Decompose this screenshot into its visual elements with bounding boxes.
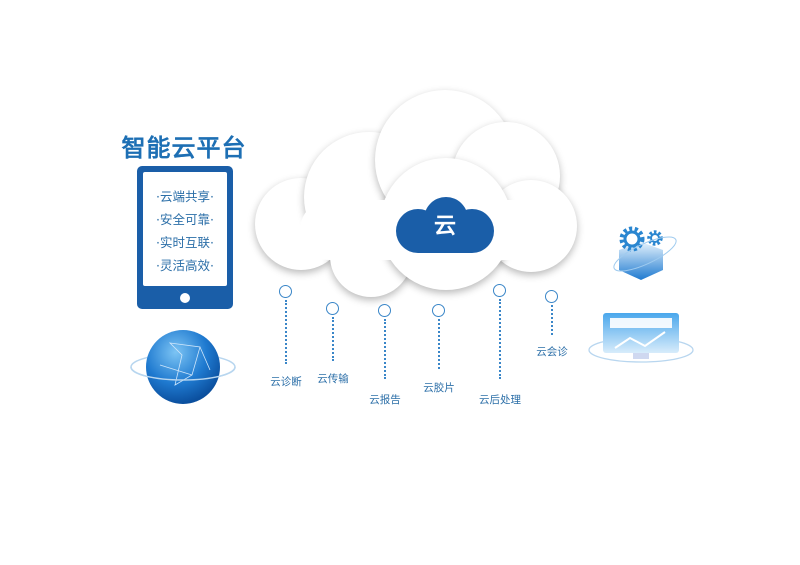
tablet-screen: ·云端共享· ·安全可靠· ·实时互联· ·灵活高效· xyxy=(143,172,227,286)
feature-item: ·灵活高效· xyxy=(156,258,214,273)
cloud-icon xyxy=(396,197,494,253)
platform-title: 智能云平台 xyxy=(121,134,247,162)
service-label: 云报告 xyxy=(369,394,401,406)
feature-item: ·安全可靠· xyxy=(156,212,214,227)
service-label: 云会诊 xyxy=(536,346,568,358)
home-button-icon xyxy=(180,293,190,303)
tablet-device: ·云端共享· ·安全可靠· ·实时互联· ·灵活高效· xyxy=(137,166,233,309)
feature-item: ·云端共享· xyxy=(156,189,214,204)
service-label: 云胶片 xyxy=(423,382,455,394)
service-label: 云诊断 xyxy=(270,376,302,388)
feature-item: ·实时互联· xyxy=(156,235,214,250)
service-label: 云传输 xyxy=(317,373,349,385)
globe-icon xyxy=(130,330,236,404)
cloud-label: 云 xyxy=(433,214,456,239)
service-label: 云后处理 xyxy=(479,394,521,406)
monitor-chart-icon xyxy=(588,313,694,363)
gears-icon xyxy=(613,226,677,280)
